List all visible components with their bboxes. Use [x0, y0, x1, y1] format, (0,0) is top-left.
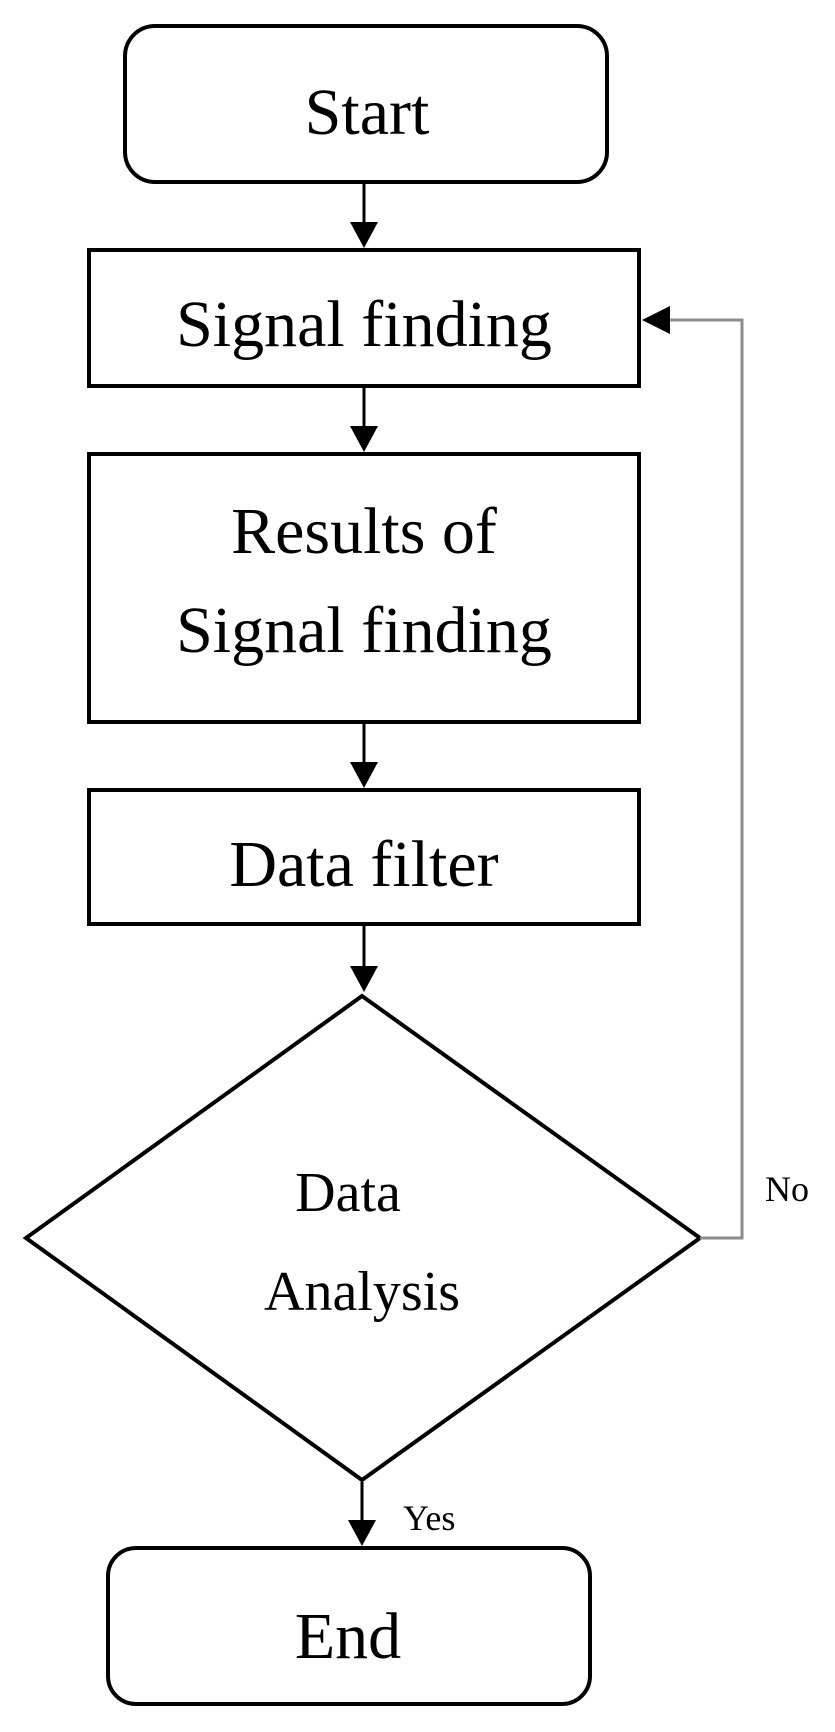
arrow-data-filter-to-decision [350, 926, 378, 992]
arrow-no-loop-to-signal-finding [642, 306, 744, 1240]
data-filter-node: Data filter [87, 788, 641, 926]
signal-finding-node: Signal finding [87, 248, 641, 388]
start-node-shape [123, 24, 609, 184]
results-node-label-line1: Results of [231, 495, 497, 568]
start-node-label: Start [305, 76, 430, 149]
decision-node-label-line1: Data [295, 1162, 401, 1224]
arrow-results-to-data-filter [350, 724, 378, 788]
signal-finding-node-shape [87, 248, 641, 388]
arrow-signal-finding-to-results [350, 388, 378, 452]
end-node-label: End [295, 1600, 401, 1673]
decision-node: Data Analysis [22, 993, 704, 1483]
end-node: End [106, 1546, 592, 1706]
start-node: Start [123, 24, 609, 184]
data-filter-node-shape [87, 788, 641, 926]
results-node-label-line2: Signal finding [176, 594, 552, 667]
yes-branch-label: Yes [403, 1498, 455, 1538]
decision-node-shape [22, 993, 704, 1483]
end-node-shape [106, 1546, 592, 1706]
no-branch-label: No [765, 1169, 809, 1209]
decision-node-label-line2: Analysis [264, 1261, 460, 1323]
results-node-shape [87, 452, 641, 724]
arrow-yes-to-end [348, 1482, 376, 1546]
data-filter-node-label: Data filter [229, 828, 498, 901]
signal-finding-node-label: Signal finding [176, 288, 552, 361]
arrow-start-to-signal-finding [350, 182, 378, 248]
results-node: Results of Signal finding [87, 452, 641, 724]
